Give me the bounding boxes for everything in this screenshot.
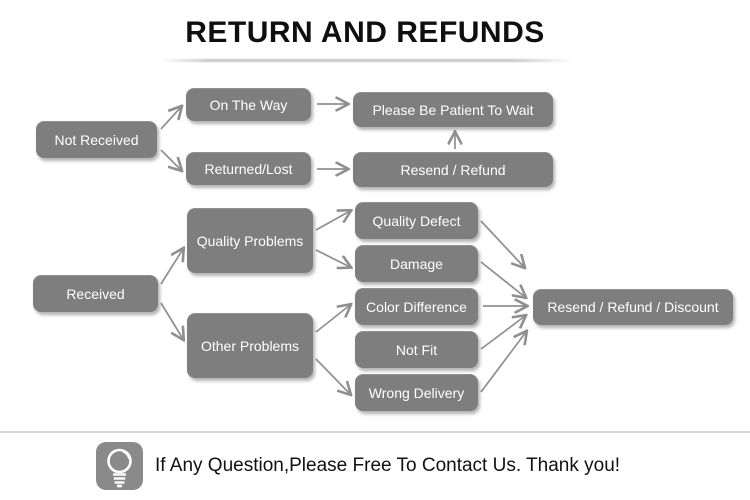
arrow-notfit-discount bbox=[480, 316, 525, 350]
footer-divider bbox=[0, 431, 750, 433]
arrow-otherproblems-colordifference bbox=[315, 305, 350, 333]
node-resend-refund: Resend / Refund bbox=[353, 152, 553, 187]
node-label: Returned/Lost bbox=[204, 160, 293, 177]
node-label: Damage bbox=[390, 255, 443, 272]
node-label: Quality Problems bbox=[196, 232, 304, 249]
node-color-difference: Color Difference bbox=[355, 288, 478, 325]
arrow-qualitydefect-discount bbox=[480, 220, 524, 267]
node-label: Please Be Patient To Wait bbox=[372, 101, 534, 118]
node-damage: Damage bbox=[355, 245, 478, 282]
footer-message: If Any Question,Please Free To Contact U… bbox=[155, 455, 621, 476]
node-resend-refund-discount: Resend / Refund / Discount bbox=[533, 289, 733, 325]
title-underline bbox=[160, 59, 575, 62]
node-label: Wrong Delivery bbox=[368, 384, 465, 401]
arrow-qualityproblems-damage bbox=[315, 249, 350, 267]
node-label: Not Fit bbox=[395, 341, 438, 358]
node-label: Other Problems bbox=[200, 337, 300, 354]
node-not-fit: Not Fit bbox=[355, 331, 478, 368]
node-label: Quality Defect bbox=[372, 212, 461, 229]
arrow-received-qualityproblems bbox=[160, 249, 183, 285]
arrow-damage-discount bbox=[480, 261, 525, 297]
node-quality-problems: Quality Problems bbox=[187, 208, 313, 273]
arrow-notreceived-returnedlost bbox=[160, 149, 181, 170]
node-wrong-delivery: Wrong Delivery bbox=[355, 374, 478, 411]
arrow-received-otherproblems bbox=[160, 302, 183, 339]
lightbulb-icon bbox=[96, 442, 143, 490]
node-label: Resend / Refund bbox=[400, 161, 506, 178]
node-received: Received bbox=[33, 275, 158, 312]
page-title: RETURN AND REFUNDS bbox=[185, 16, 545, 49]
node-label: Received bbox=[66, 285, 125, 302]
node-label: Not Received bbox=[54, 131, 139, 148]
node-other-problems: Other Problems bbox=[187, 313, 313, 378]
node-label: Resend / Refund / Discount bbox=[547, 299, 719, 315]
node-not-received: Not Received bbox=[36, 121, 157, 158]
arrow-notreceived-ontheway bbox=[160, 107, 181, 130]
node-on-the-way: On The Way bbox=[186, 88, 311, 121]
node-label: Color Difference bbox=[366, 298, 467, 315]
arrow-otherproblems-wrongdelivery bbox=[315, 358, 350, 394]
node-label: On The Way bbox=[209, 96, 288, 113]
node-quality-defect: Quality Defect bbox=[355, 202, 478, 239]
arrow-wrongdelivery-discount bbox=[480, 332, 526, 393]
node-returned-lost: Returned/Lost bbox=[186, 152, 311, 185]
arrow-qualityproblems-qualitydefect bbox=[315, 211, 350, 231]
node-please-be-patient: Please Be Patient To Wait bbox=[353, 92, 553, 127]
